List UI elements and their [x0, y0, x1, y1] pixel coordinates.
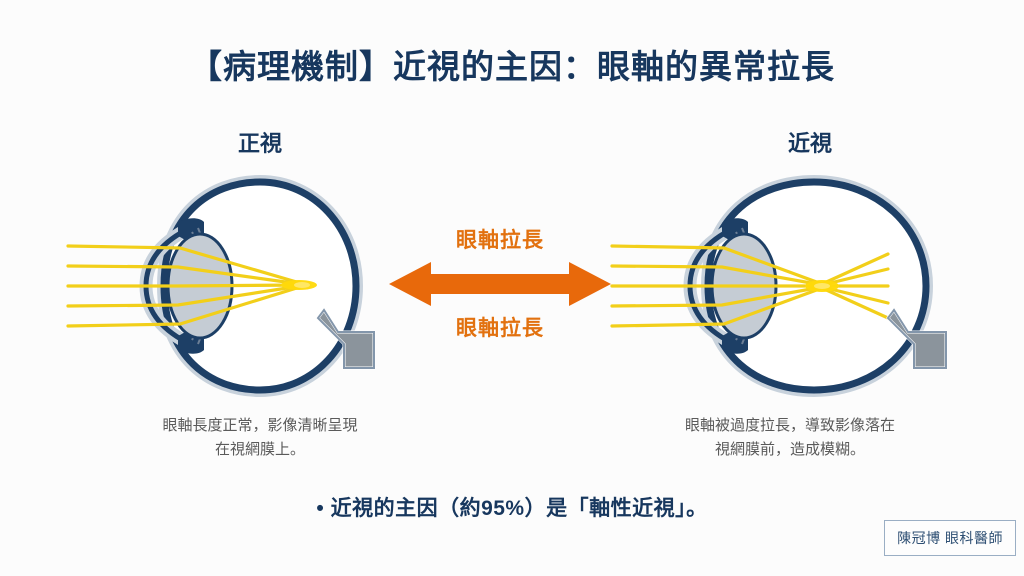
myopic-eye-caption-line2: 視網膜前，造成模糊。 [714, 441, 865, 458]
axial-elongation-arrow-group: 眼軸拉長 眼軸拉長 [380, 228, 620, 346]
author-watermark: 陳冠博 眼科醫師 [884, 520, 1016, 556]
axial-elongation-label-top: 眼軸拉長 [456, 229, 544, 252]
normal-eye-caption-line2: 在視網膜上。 [214, 441, 305, 458]
normal-eye-label: 正視 [237, 131, 282, 156]
page-title: 【病理機制】近視的主因：眼軸的異常拉長 [189, 48, 835, 85]
myopic-eye-svg [610, 174, 948, 398]
light-rays-normal [66, 244, 302, 328]
double-arrow-icon [389, 262, 611, 306]
optic-nerve-myopic [886, 307, 948, 370]
light-rays-myopic [610, 244, 890, 328]
focal-point-myopic [805, 280, 839, 292]
optic-nerve-normal [316, 307, 376, 370]
normal-eye-caption-line1: 眼軸長度正常，影像清晰呈現 [162, 417, 358, 434]
normal-eye-diagram [52, 168, 382, 403]
summary-bullet: • 近視的主因（約95%）是「軸性近視」。 [316, 497, 708, 520]
eye-globe-normal [156, 174, 364, 398]
focal-point-normal [281, 280, 317, 290]
axial-elongation-label-bottom: 眼軸拉長 [456, 317, 544, 340]
myopic-eye-caption-line1: 眼軸被過度拉長，導致影像落在 [684, 417, 895, 434]
myopic-eye-label: 近視 [787, 131, 832, 156]
normal-eye-svg [66, 174, 376, 398]
normal-eye-caption: 眼軸長度正常，影像清晰呈現 在視網膜上。 [110, 414, 410, 462]
myopic-eye-diagram [596, 168, 956, 403]
myopic-eye-caption: 眼軸被過度拉長，導致影像落在 視網膜前，造成模糊。 [640, 414, 940, 462]
